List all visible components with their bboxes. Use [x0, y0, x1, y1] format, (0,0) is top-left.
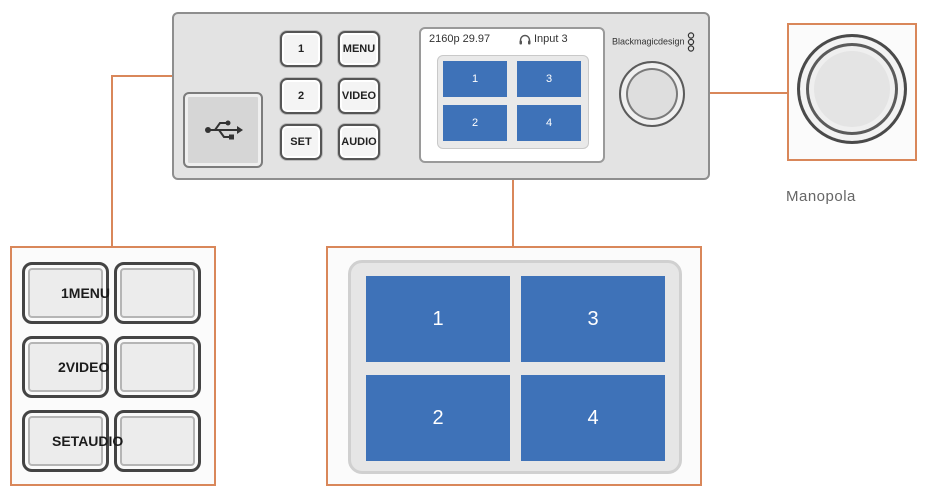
lcd-multiview: 1 3 2 4: [437, 55, 589, 149]
callout-label-setaudio: SETAUDIO: [52, 433, 124, 449]
audio-button[interactable]: AUDIO: [338, 124, 380, 160]
input-label: Input 3: [534, 33, 568, 45]
knob-closeup: [797, 34, 907, 144]
multiview-cell: 3: [521, 276, 665, 362]
button-1[interactable]: 1: [280, 31, 322, 67]
multiview-cell: 2: [366, 375, 510, 461]
input-indicator: Input 3: [519, 33, 568, 45]
lcd-cell: 1: [443, 61, 507, 97]
video-button[interactable]: VIDEO: [338, 78, 380, 114]
lcd-cell: 3: [517, 61, 581, 97]
brand-dots-icon: [687, 32, 695, 52]
callout-label-1menu: 1MENU: [61, 285, 111, 301]
brand-text: Blackmagicdesign: [612, 36, 685, 47]
usb-icon: [205, 120, 243, 140]
menu-button[interactable]: MENU: [338, 31, 380, 67]
brand-logo: Blackmagicdesign: [612, 32, 695, 52]
device-knob[interactable]: [619, 61, 685, 127]
callout-button: [114, 262, 201, 324]
usb-port: [183, 92, 263, 168]
knob-label: Manopola: [786, 188, 856, 205]
callout-button: [22, 336, 109, 398]
video-format-label: 2160p 29.97: [429, 33, 491, 45]
callout-button: [22, 262, 109, 324]
button-2[interactable]: 2: [280, 78, 322, 114]
callout-label-2video: 2VIDEO: [58, 359, 110, 375]
lcd-cell: 4: [517, 105, 581, 141]
set-button[interactable]: SET: [280, 124, 322, 160]
callout-button: [22, 410, 109, 472]
lcd-screen: 2160p 29.97 Input 3 1 3 2 4: [419, 27, 605, 163]
multiview-cell: 4: [521, 375, 665, 461]
callout-button: [114, 410, 201, 472]
multiview-cell: 1: [366, 276, 510, 362]
headphones-icon: [519, 34, 531, 44]
lcd-cell: 2: [443, 105, 507, 141]
callout-button: [114, 336, 201, 398]
multiview-closeup: 1 3 2 4: [348, 260, 682, 474]
